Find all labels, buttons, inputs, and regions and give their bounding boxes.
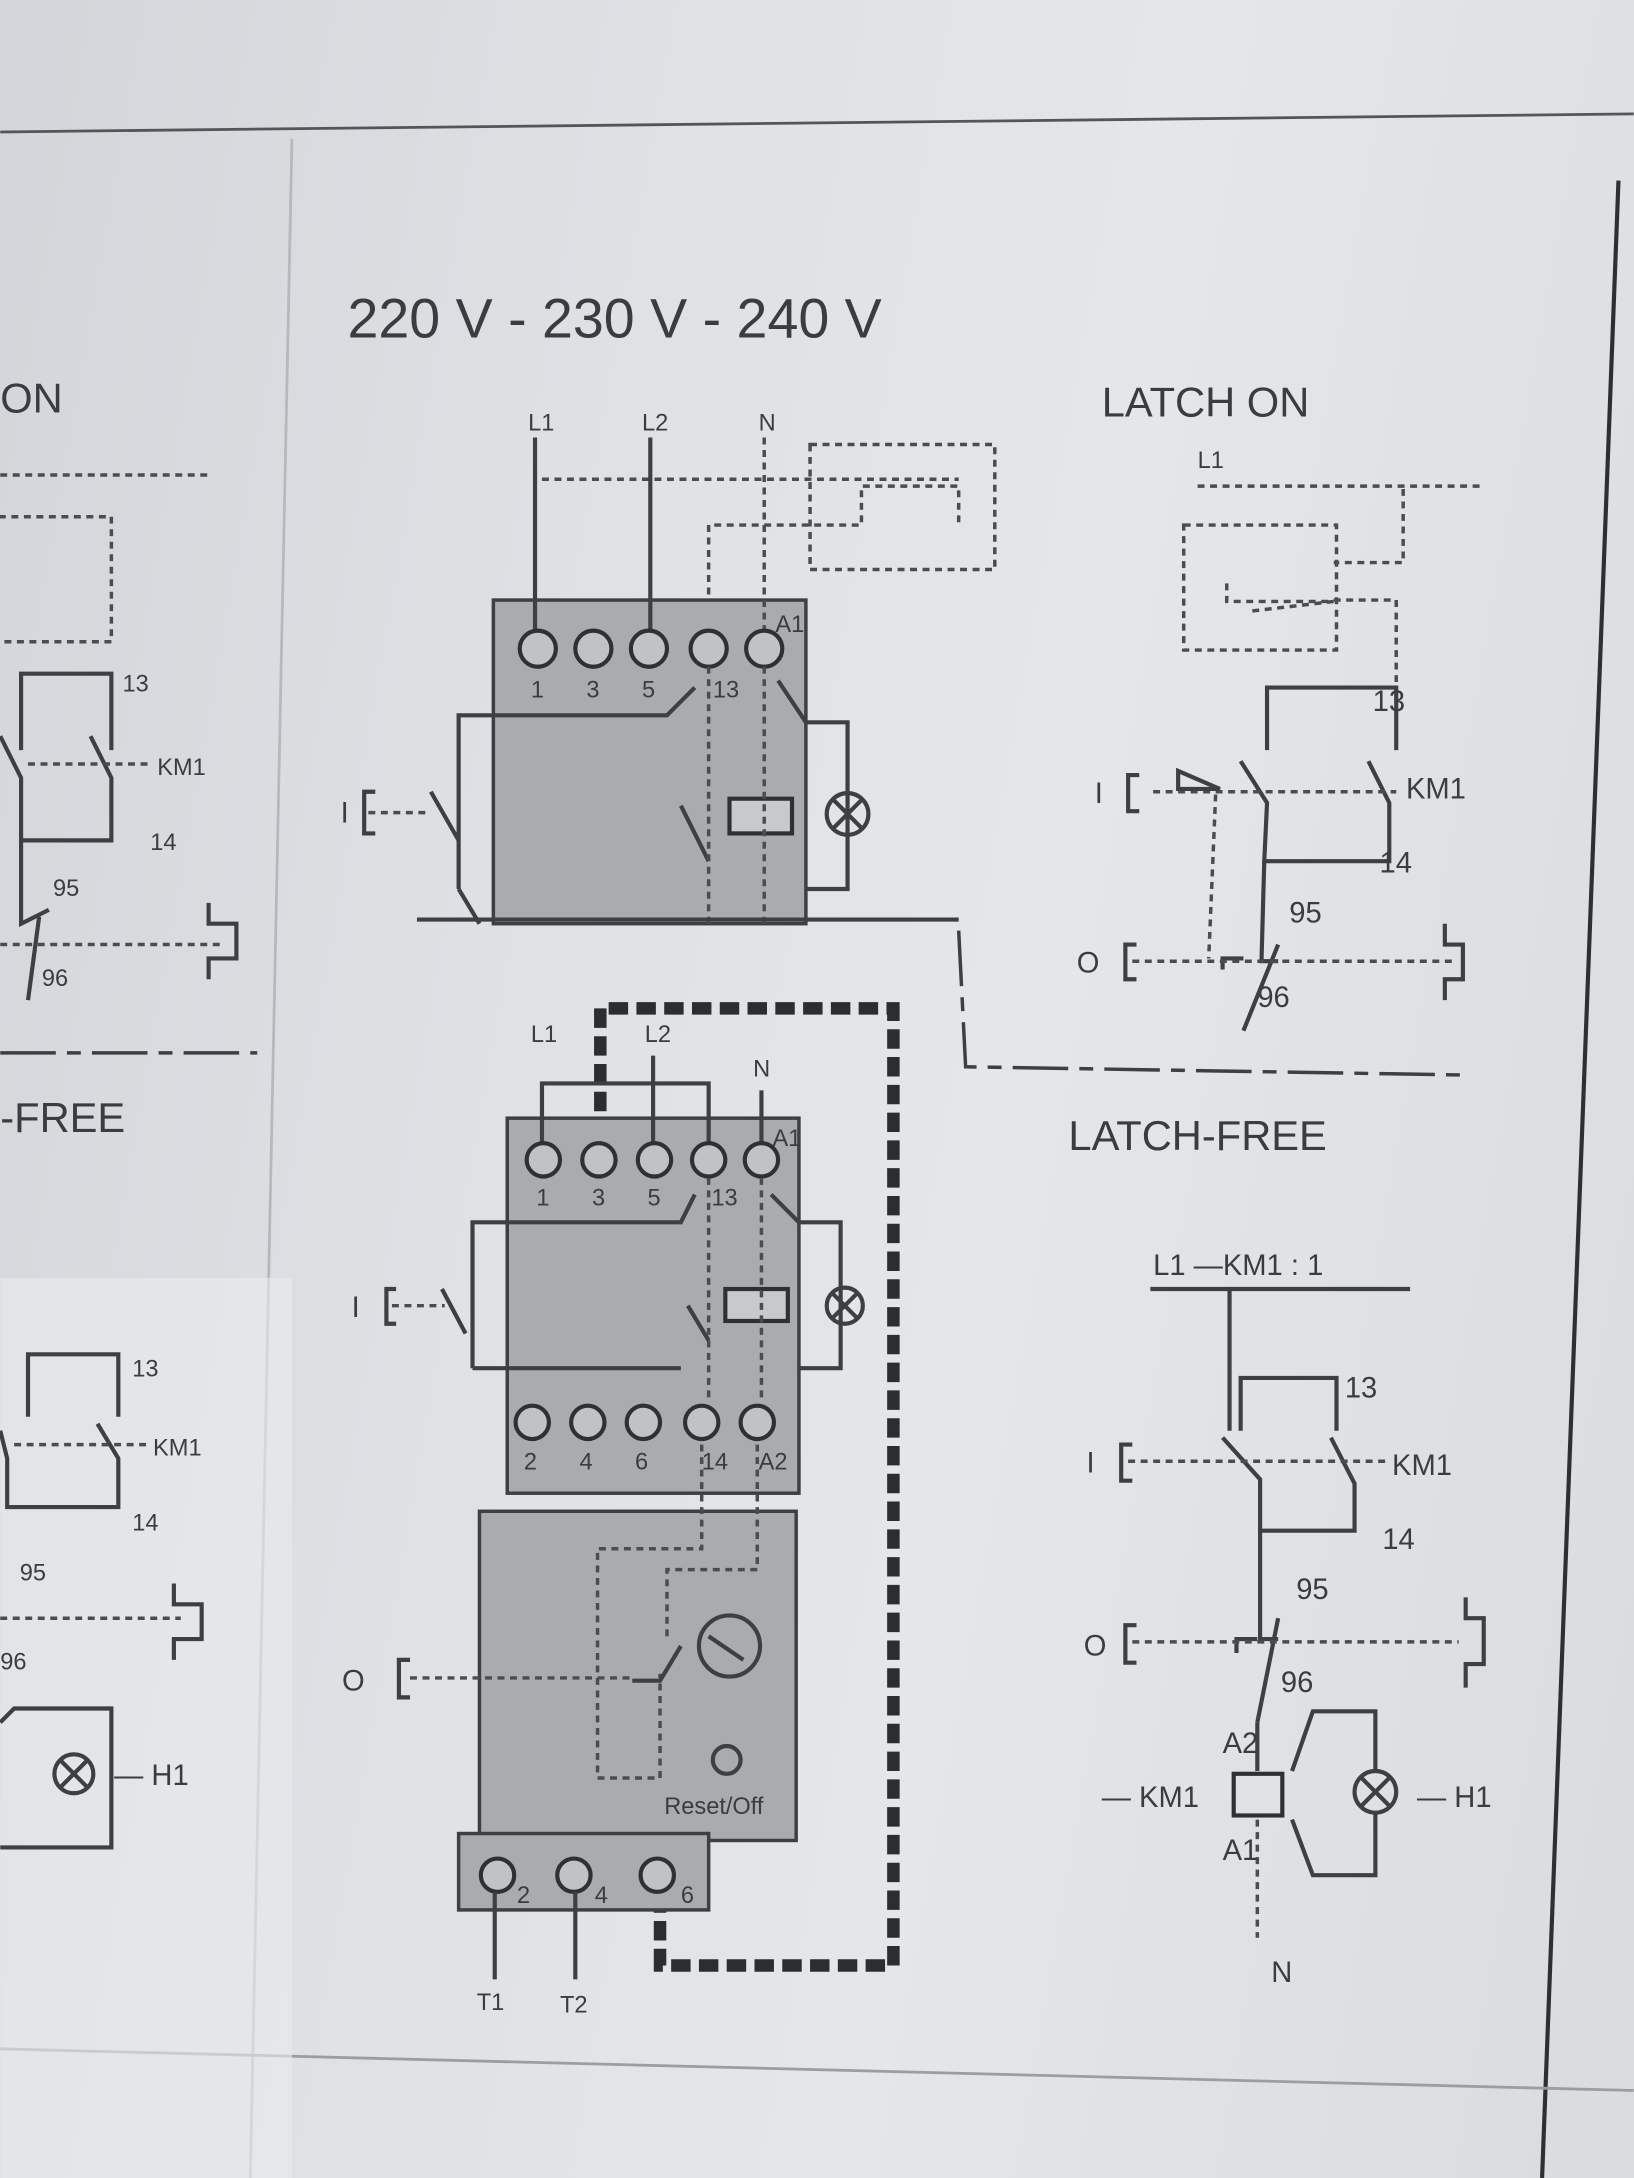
button-on-label: I bbox=[1095, 778, 1103, 810]
terminal-label: 2 bbox=[524, 1450, 537, 1476]
button-on-label: I bbox=[341, 797, 349, 829]
terminal-label: 4 bbox=[595, 1883, 608, 1909]
label-14: 14 bbox=[150, 830, 176, 856]
terminal-label: 6 bbox=[635, 1450, 648, 1476]
label-96: 96 bbox=[0, 1650, 26, 1676]
label-km1: KM1 bbox=[157, 755, 206, 781]
label-14: 14 bbox=[132, 1511, 158, 1537]
label-95: 95 bbox=[1296, 1574, 1328, 1606]
lamp-icon bbox=[1352, 1768, 1399, 1815]
label-l2: L2 bbox=[642, 411, 668, 437]
thick-dashed-link bbox=[594, 1002, 900, 1972]
label-95: 95 bbox=[53, 876, 79, 902]
paper-fold-highlight bbox=[0, 1277, 292, 2178]
voltage-title: 220 V - 230 V - 240 V bbox=[348, 288, 882, 350]
terminal-label: 5 bbox=[642, 677, 655, 703]
bottom-relay-diagram: L1 L2 N 1 3 5 13 A1 2 4 6 14 bbox=[342, 1002, 900, 2019]
output-label: T2 bbox=[560, 1993, 588, 2019]
label-a1: A1 bbox=[1223, 1835, 1259, 1867]
page-edge bbox=[0, 112, 1634, 134]
label-14: 14 bbox=[1382, 1524, 1414, 1556]
reset-off-label: Reset/Off bbox=[664, 1794, 764, 1820]
coil-symbol bbox=[727, 796, 795, 836]
terminal-row-top bbox=[524, 1141, 781, 1179]
overload-relay-body bbox=[477, 1509, 798, 1843]
terminal-label: 1 bbox=[536, 1186, 549, 1212]
terminal-label: 5 bbox=[648, 1186, 661, 1212]
terminal-label: 14 bbox=[702, 1450, 728, 1476]
terminal-label: A2 bbox=[759, 1450, 788, 1476]
label-h1: — H1 bbox=[114, 1760, 189, 1792]
label-n: N bbox=[759, 411, 776, 437]
supply-label: L1 —KM1 : 1 bbox=[1153, 1250, 1323, 1282]
label-13: 13 bbox=[1373, 686, 1405, 718]
top-relay-diagram: L1 L2 N 1 3 5 13 A1 I bbox=[341, 411, 1470, 1077]
button-off-label: O bbox=[1077, 947, 1100, 979]
latch-free-panel: LATCH-FREE L1 —KM1 : 1 13 KM1 14 95 96 I… bbox=[1068, 1112, 1491, 1989]
heading-latch-free: LATCH-FREE bbox=[1068, 1112, 1326, 1159]
label-n: N bbox=[1271, 1957, 1292, 1989]
label-a2: A2 bbox=[1223, 1728, 1259, 1760]
label-13: 13 bbox=[122, 672, 148, 698]
label-13: 13 bbox=[1345, 1372, 1377, 1404]
page-border bbox=[1539, 180, 1621, 2178]
terminal-label: A1 bbox=[773, 1126, 802, 1152]
reset-button[interactable] bbox=[710, 1743, 743, 1776]
button-on-label: I bbox=[1086, 1447, 1094, 1479]
terminal-label: 13 bbox=[711, 1186, 737, 1212]
terminal-label: 3 bbox=[592, 1186, 605, 1212]
label-95: 95 bbox=[20, 1561, 46, 1587]
terminal-label: 4 bbox=[579, 1450, 592, 1476]
label-h1: — H1 bbox=[1417, 1782, 1492, 1814]
button-on-label: I bbox=[352, 1292, 360, 1324]
label-96: 96 bbox=[1281, 1667, 1313, 1699]
dial-icon[interactable] bbox=[696, 1613, 763, 1679]
terminal-row bbox=[517, 628, 785, 669]
label-l1: L1 bbox=[1198, 448, 1224, 474]
button-off-label: O bbox=[342, 1665, 365, 1697]
label-14: 14 bbox=[1380, 847, 1412, 879]
terminal-label: 13 bbox=[713, 677, 739, 703]
terminal-label: 2 bbox=[517, 1883, 530, 1909]
heading-latch-on-partial: ON bbox=[0, 375, 62, 422]
label-l1: L1 bbox=[528, 411, 554, 437]
label-95: 95 bbox=[1289, 897, 1321, 929]
terminal-row-bottom bbox=[513, 1403, 777, 1442]
terminal-label: 1 bbox=[531, 677, 544, 703]
coil-symbol bbox=[723, 1286, 790, 1324]
heading-latch-free-partial: -FREE bbox=[0, 1094, 125, 1141]
label-km1: KM1 bbox=[1406, 774, 1466, 806]
label-96: 96 bbox=[42, 966, 68, 992]
label-13: 13 bbox=[132, 1357, 158, 1383]
output-label: T1 bbox=[477, 1990, 505, 2016]
terminal-label: 3 bbox=[586, 677, 599, 703]
coil-km1-symbol bbox=[1231, 1771, 1285, 1818]
latch-on-panel: LATCH ON L1 13 KM1 14 95 96 I O bbox=[1077, 379, 1480, 1032]
label-km1: KM1 bbox=[153, 1436, 202, 1462]
terminal-label: 6 bbox=[681, 1883, 694, 1909]
terminal-label: A1 bbox=[775, 612, 804, 638]
label-km1: KM1 bbox=[1392, 1450, 1452, 1482]
label-km1-coil: — KM1 bbox=[1102, 1782, 1199, 1814]
button-off-label: O bbox=[1084, 1631, 1107, 1663]
heading-latch-on: LATCH ON bbox=[1102, 379, 1310, 426]
label-n: N bbox=[753, 1056, 770, 1082]
label-l2: L2 bbox=[645, 1022, 671, 1048]
left-partial-panel: ON 13 KM1 14 95 96 -FREE 13 KM1 14 95 96… bbox=[0, 375, 258, 1850]
label-l1: L1 bbox=[531, 1022, 557, 1048]
